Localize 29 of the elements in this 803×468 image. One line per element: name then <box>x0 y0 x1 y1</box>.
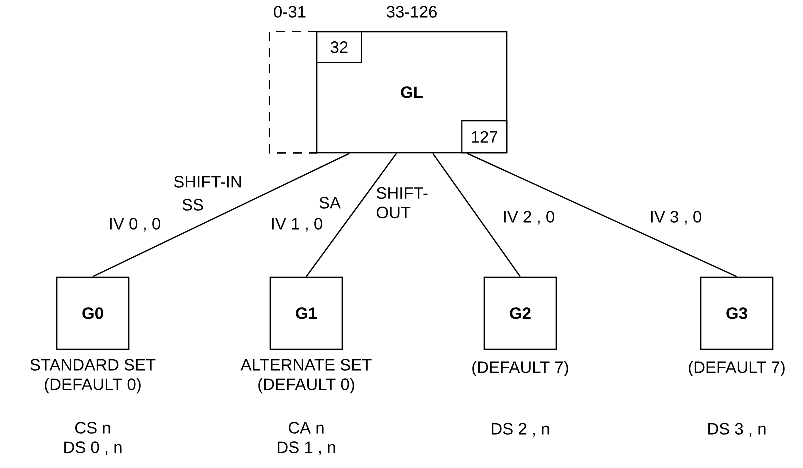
control-label: SA <box>320 197 341 209</box>
set-caption: STANDARD SET (DEFAULT 0) <box>30 359 156 394</box>
set-caption: CA n DS 1 , n <box>278 422 336 456</box>
code-box: 127 <box>462 120 508 154</box>
set-caption: ALTERNATE SET (DEFAULT 0) <box>240 359 372 394</box>
control-label: SS <box>182 199 204 211</box>
connector-line <box>432 153 522 278</box>
set-caption: (DEFAULT 7) <box>472 361 568 377</box>
set-box: G1 <box>270 276 344 350</box>
edge-label: IV 1 , 0 <box>272 218 322 232</box>
set-caption: CS n DS 0 , n <box>64 422 122 456</box>
set-box: G2 <box>484 276 558 350</box>
control-label: SHIFT-IN <box>174 176 242 188</box>
set-caption: DS 2 , n <box>492 423 550 437</box>
code-box: 32 <box>316 31 362 64</box>
dashed-box <box>269 31 318 154</box>
edge-label: IV 3 , 0 <box>651 211 702 225</box>
connector-line <box>92 153 350 278</box>
edge-label: IV 2 , 0 <box>504 211 554 225</box>
connector-line <box>467 153 738 278</box>
set-caption: 0-31 <box>274 6 306 18</box>
set-caption: DS 3 , n <box>708 423 766 437</box>
set-box: G3 <box>700 276 774 350</box>
edge-label: IV 0 , 0 <box>110 218 160 232</box>
set-caption: 33-126 <box>386 6 437 18</box>
set-caption: (DEFAULT 7) <box>689 361 785 377</box>
connector-line <box>306 153 398 278</box>
control-label: SHIFT- OUT <box>376 187 428 219</box>
set-box: G0 <box>56 276 130 350</box>
